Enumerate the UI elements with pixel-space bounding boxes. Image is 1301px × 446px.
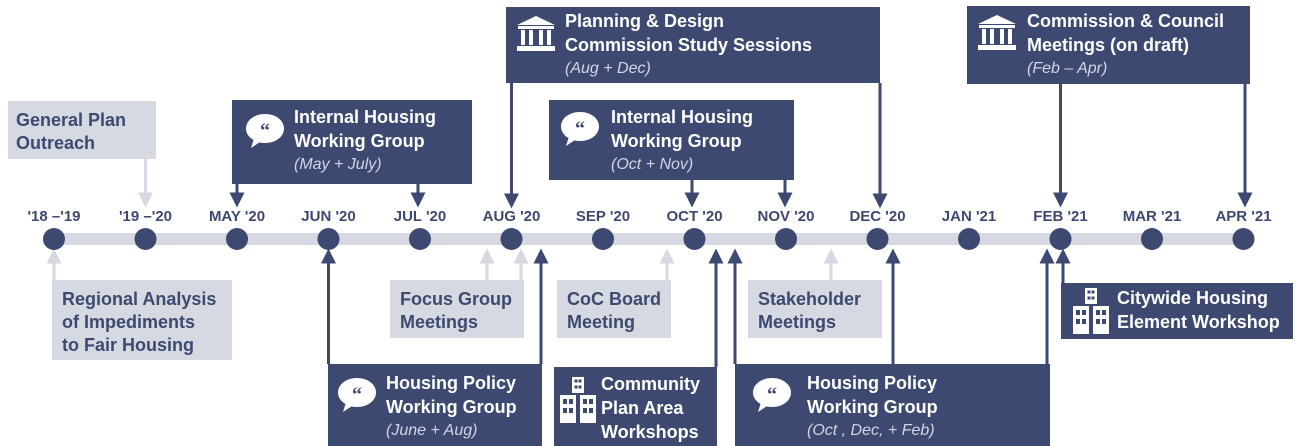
buildings-icon (560, 377, 596, 423)
speech-bubble-icon: “ (753, 378, 791, 412)
svg-text:“: “ (575, 118, 585, 140)
svg-text:“: “ (767, 384, 777, 406)
month-label-18-19: '18 –'19 (27, 208, 81, 225)
regional-analysis-box: Regional Analysis of Impediments to Fair… (52, 280, 232, 360)
housing-policy-1-dates: (June + Aug) (386, 422, 478, 439)
internal-housing-2-title-line1: Internal Housing (611, 107, 754, 127)
speech-bubble-icon: “ (246, 114, 284, 148)
commission-council-title-line2: Meetings (on draft) (1027, 35, 1189, 55)
housing-policy-working-group-2-box: “ Housing Policy Working Group (Oct , De… (735, 364, 1050, 446)
milestone-dot-oct-20 (683, 228, 706, 250)
internal-housing-2-title-line2: Working Group (611, 131, 742, 151)
milestone-dot-jun-20 (317, 228, 340, 250)
internal-housing-2-dates: (Oct + Nov) (611, 156, 694, 173)
month-label-may-20: MAY '20 (208, 208, 266, 225)
regional-analysis-title-line3: to Fair Housing (62, 335, 194, 355)
government-building-icon (517, 16, 555, 51)
housing-policy-1-title-line1: Housing Policy (386, 373, 517, 393)
milestone-dot-apr-21 (1232, 228, 1255, 250)
planning-design-commission-box: Planning & Design Commission Study Sessi… (506, 7, 880, 83)
svg-text:“: “ (352, 384, 362, 406)
milestone-dot-mar-21 (1141, 228, 1163, 250)
regional-analysis-title-line1: Regional Analysis (62, 289, 217, 309)
buildings-icon (1073, 288, 1109, 334)
focus-group-meetings-box: Focus Group Meetings (390, 280, 524, 338)
month-label-oct-20: OCT '20 (666, 208, 723, 225)
government-building-icon (978, 15, 1016, 50)
month-label-apr-21: APR '21 (1215, 208, 1272, 225)
month-label-mar-21: MAR '21 (1122, 208, 1182, 225)
stakeholder-meetings-box: Stakeholder Meetings (748, 280, 882, 338)
housing-policy-1-title-line2: Working Group (386, 397, 517, 417)
housing-policy-2-title-line2: Working Group (807, 397, 938, 417)
housing-policy-2-dates: (Oct , Dec, + Feb) (807, 422, 935, 439)
focus-group-title-line1: Focus Group (400, 289, 512, 309)
housing-policy-working-group-1-box: “ Housing Policy Working Group (June + A… (328, 364, 542, 446)
stakeholder-title-line2: Meetings (758, 312, 837, 332)
planning-design-dates: (Aug + Dec) (565, 60, 651, 77)
month-label-jan-21: JAN '21 (941, 208, 997, 225)
month-label-sep-20: SEP '20 (575, 208, 631, 225)
milestone-dot-may-20 (226, 228, 248, 250)
internal-housing-working-group-2-box: “ Internal Housing Working Group (Oct + … (549, 100, 794, 180)
svg-text:“: “ (260, 120, 270, 142)
milestone-dot-18-19 (43, 228, 65, 250)
coc-board-meeting-box: CoC Board Meeting (557, 280, 671, 338)
coc-board-title-line1: CoC Board (567, 289, 661, 309)
citywide-housing-element-workshop-box: Citywide Housing Element Workshop (1061, 283, 1293, 339)
speech-bubble-icon: “ (338, 378, 376, 412)
milestone-dot-nov-20 (775, 228, 797, 250)
milestone-dot-jul-20 (409, 228, 431, 250)
milestone-dot-aug-20 (500, 228, 523, 250)
milestone-dot-feb-21 (1049, 228, 1072, 250)
community-plan-title-line2: Plan Area (601, 398, 684, 418)
commission-council-meetings-box: Commission & Council Meetings (on draft)… (967, 6, 1250, 84)
milestone-dot-jan-21 (958, 228, 980, 250)
milestone-dot-19-20 (134, 228, 157, 250)
planning-design-title-line1: Planning & Design (565, 11, 725, 31)
general-plan-title-line2: Outreach (16, 133, 96, 153)
regional-analysis-title-line2: of Impediments (62, 312, 196, 332)
speech-bubble-icon: “ (561, 112, 599, 146)
month-label-jul-20: JUL '20 (393, 208, 447, 225)
internal-housing-1-title-line1: Internal Housing (294, 107, 437, 127)
month-label-feb-21: FEB '21 (1033, 208, 1088, 225)
citywide-workshop-title-line2: Element Workshop (1117, 312, 1280, 332)
community-plan-title-line3: Workshops (601, 422, 699, 442)
month-label-nov-20: NOV '20 (757, 208, 815, 225)
commission-council-dates: (Feb – Apr) (1027, 60, 1108, 77)
coc-board-title-line2: Meeting (567, 312, 636, 332)
stakeholder-title-line1: Stakeholder (758, 289, 862, 309)
month-label-jun-20: JUN '20 (301, 208, 356, 225)
month-label-dec-20: DEC '20 (849, 208, 906, 225)
community-plan-title-line1: Community (601, 374, 700, 394)
commission-council-title-line1: Commission & Council (1027, 11, 1225, 31)
internal-housing-1-title-line2: Working Group (294, 131, 425, 151)
housing-policy-2-title-line1: Housing Policy (807, 373, 938, 393)
month-label-19-20: '19 –'20 (118, 208, 172, 225)
general-plan-outreach-box: General Plan Outreach (8, 101, 156, 159)
milestone-dot-dec-20 (866, 228, 889, 250)
timeline-track (54, 233, 1244, 245)
general-plan-title-line1: General Plan (16, 110, 127, 130)
internal-housing-working-group-1-box: “ Internal Housing Working Group (May + … (232, 100, 472, 184)
month-label-aug-20: AUG '20 (482, 208, 541, 225)
community-plan-area-workshops-box: Community Plan Area Workshops (554, 367, 717, 446)
citywide-workshop-title-line1: Citywide Housing (1117, 288, 1269, 308)
milestone-dot-sep-20 (592, 228, 614, 250)
internal-housing-1-dates: (May + July) (294, 156, 382, 173)
focus-group-title-line2: Meetings (400, 312, 479, 332)
planning-design-title-line2: Commission Study Sessions (565, 35, 813, 55)
